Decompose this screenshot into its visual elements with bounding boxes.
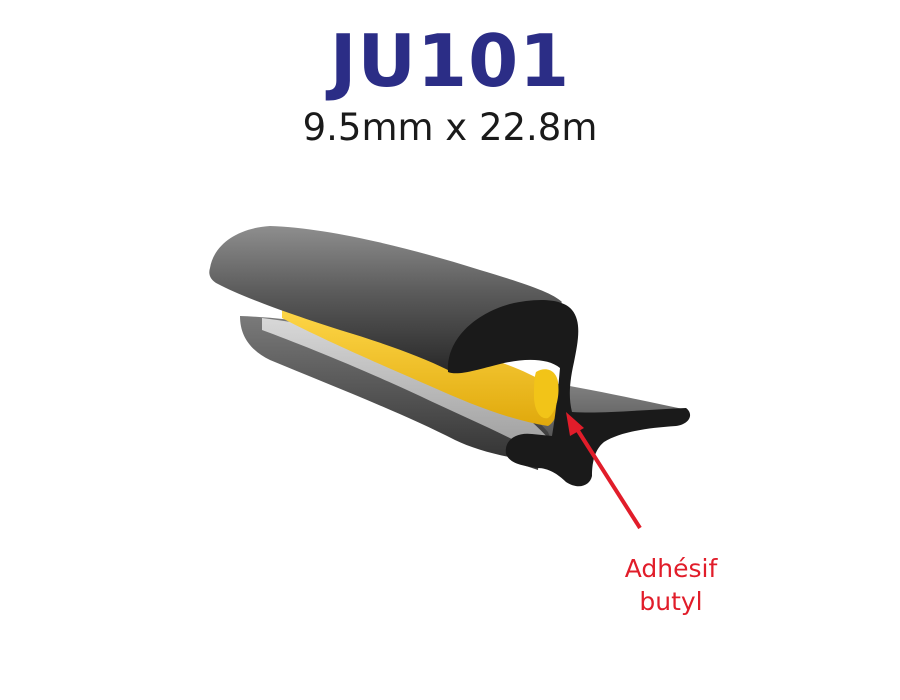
product-code: JU101 — [329, 19, 571, 103]
adhesive-end-cap — [534, 369, 559, 419]
callout-line-2: butyl — [639, 587, 703, 616]
product-dimensions: 9.5mm x 22.8m — [302, 106, 598, 149]
profile-cross-section — [447, 300, 691, 487]
butyl-adhesive-strip — [282, 304, 558, 426]
adhesive-callout-label: Adhésif butyl — [596, 552, 746, 618]
inner-channel — [262, 318, 550, 460]
callout-arrow — [573, 424, 642, 530]
callout-line-1: Adhésif — [624, 554, 718, 583]
callout-arrowhead — [566, 412, 584, 436]
